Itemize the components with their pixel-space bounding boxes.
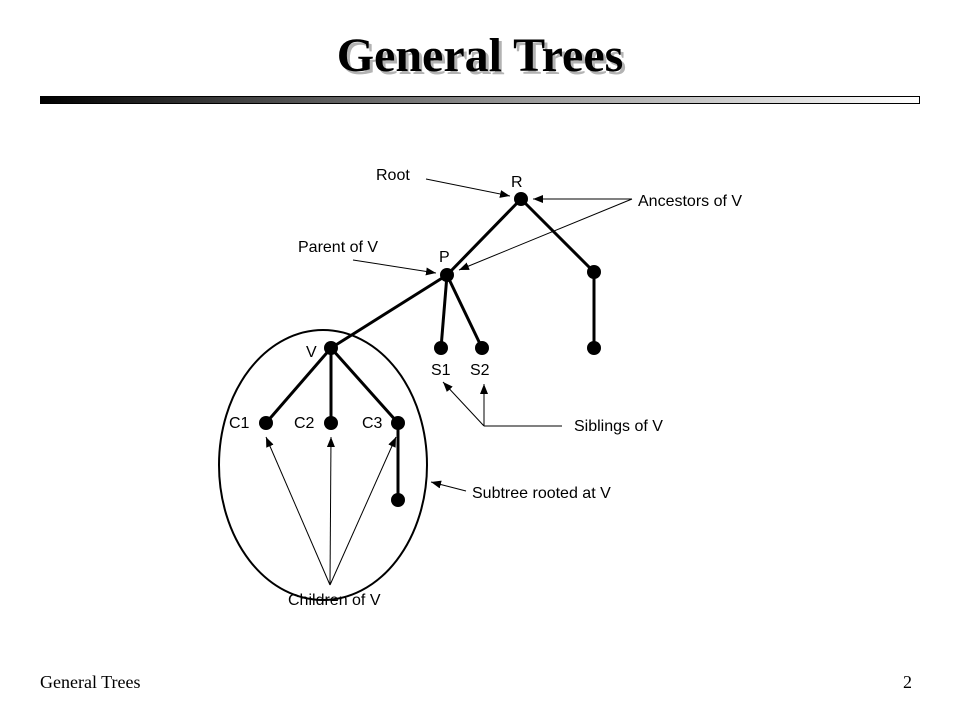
edge-p-v: [330, 273, 448, 350]
label-s2: S2: [470, 362, 490, 379]
tree-nodes: [259, 192, 601, 507]
node-p: [440, 268, 454, 282]
page-number: 2: [903, 672, 912, 692]
node-r: [514, 192, 528, 206]
edge-p-s2: [445, 274, 484, 349]
arrow-sibling-s1: [442, 381, 485, 427]
node-s1: [434, 341, 448, 355]
annotation-ancestors: Ancestors of V: [638, 193, 742, 210]
tree-edges: [264, 197, 596, 500]
edge-v-c1: [264, 347, 333, 424]
label-c1: C1: [229, 415, 250, 432]
label-c3: C3: [362, 415, 383, 432]
edge-r-right: [519, 197, 596, 274]
edge-r-p: [445, 197, 523, 277]
node-c2: [324, 416, 338, 430]
edge-p-s1: [439, 274, 449, 349]
node-c1: [259, 416, 273, 430]
subtree-ellipse: [218, 329, 428, 601]
annotation-subtree: Subtree rooted at V: [472, 485, 611, 502]
arrow-child-c1: [265, 436, 331, 586]
annotation-siblings: Siblings of V: [574, 418, 663, 435]
annotation-parent: Parent of V: [298, 239, 378, 256]
slide-title: General Trees: [336, 29, 624, 82]
node-v: [324, 341, 338, 355]
arrow-ancestor-p: [458, 198, 633, 271]
footer-title: General Trees: [40, 672, 141, 692]
label-v: V: [306, 344, 317, 361]
edge-v-c3: [329, 347, 400, 424]
node-s2: [475, 341, 489, 355]
node-right-leaf: [587, 341, 601, 355]
title-rule: [40, 96, 920, 104]
label-p: P: [439, 249, 450, 266]
arrow-child-c3: [329, 436, 397, 586]
label-s1: S1: [431, 362, 451, 379]
annotation-root: Root: [376, 167, 410, 184]
arrow-child-c2: [326, 436, 335, 586]
node-c3: [391, 416, 405, 430]
arrow-root: [425, 178, 511, 198]
annotation-arrows: [265, 178, 633, 586]
label-r: R: [511, 174, 523, 191]
node-c3-leaf: [391, 493, 405, 507]
arrow-subtree: [430, 480, 467, 492]
annotation-children: Children of V: [288, 592, 381, 609]
node-right: [587, 265, 601, 279]
arrow-parent: [352, 259, 437, 276]
label-c2: C2: [294, 415, 315, 432]
